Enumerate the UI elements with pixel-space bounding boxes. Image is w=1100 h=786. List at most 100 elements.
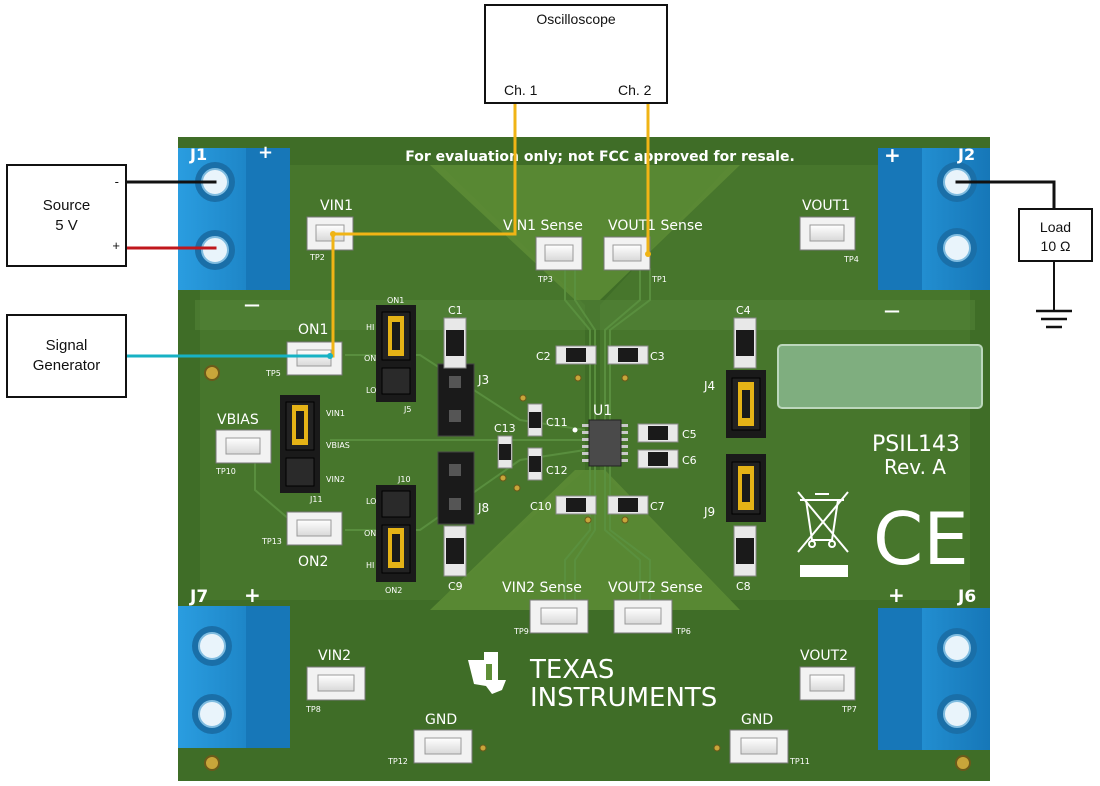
u1-label: U1	[593, 403, 612, 419]
plus-j2: +	[884, 143, 901, 167]
c1-label: C1	[448, 304, 463, 317]
c12-label: C12	[546, 464, 568, 477]
label-j2: J2	[957, 145, 975, 164]
plus-j1: +	[258, 142, 273, 163]
load-box: Load 10 Ω	[1018, 208, 1093, 262]
cap-c11: C11	[527, 403, 568, 437]
tp11-label: TP11	[789, 757, 810, 766]
label-j1: J1	[189, 145, 207, 164]
terminal-j2	[878, 148, 990, 290]
tp5-label: TP5	[265, 369, 281, 378]
tp2-label: TP2	[309, 253, 325, 262]
tp-vin1-label: VIN1	[320, 198, 353, 214]
test-point-vout1-sense: VOUT1 Sense TP1	[603, 218, 703, 284]
tp10-label: TP10	[215, 467, 236, 476]
header-j3: J3	[437, 363, 489, 437]
oscilloscope-title: Oscilloscope	[536, 11, 616, 27]
j3-label: J3	[477, 373, 489, 387]
test-point-vin1: VIN1 TP2	[306, 198, 354, 262]
cap-c13: C13	[494, 422, 516, 469]
j11-label: J11	[309, 495, 323, 504]
j5-lo-label: LO	[366, 386, 376, 395]
label-j7: J7	[189, 587, 208, 607]
terminal-j6	[878, 608, 990, 750]
jumper-j9: J9	[703, 454, 766, 522]
cap-c9: C9	[443, 525, 467, 593]
weee-bin-icon	[797, 491, 849, 553]
plus-j6: +	[888, 583, 905, 607]
minus-j1: —	[244, 295, 260, 314]
j10-hi-label: HI	[366, 561, 374, 570]
c7-label: C7	[650, 500, 665, 513]
ti-text-line2: INSTRUMENTS	[530, 683, 717, 713]
tp-vout1-label: VOUT1	[802, 198, 850, 214]
wire-scope-ch1	[331, 102, 517, 358]
j9-label: J9	[703, 505, 715, 519]
tp-on1-label: ON1	[298, 322, 328, 338]
test-point-vout1: VOUT1 TP4	[799, 198, 859, 264]
cap-c4: C4	[733, 304, 757, 369]
jumper-j4: J4	[703, 370, 766, 438]
test-point-vout2-sense: VOUT2 Sense TP6	[608, 580, 703, 636]
jumper-j5: ON1 HI LO ON J5	[364, 296, 416, 414]
tp3-label: TP3	[537, 275, 553, 284]
j11-vin1-label: VIN1	[326, 409, 345, 418]
board-revision: Rev. A	[884, 455, 946, 479]
minus-j2: —	[884, 301, 900, 320]
tp1-label: TP1	[651, 275, 667, 284]
cap-c8: C8	[733, 525, 757, 593]
probe-tip-vin1	[330, 231, 336, 237]
ic-u1: U1	[572, 403, 628, 467]
tp6-label: TP6	[675, 627, 691, 636]
c2-label: C2	[536, 350, 551, 363]
probe-tip-on1	[327, 353, 333, 359]
jumper-j10: J10 LO ON HI ON2	[364, 475, 416, 595]
signal-generator-box: Signal Generator	[6, 314, 127, 398]
tp-vout2-label: VOUT2	[800, 648, 848, 664]
tp7-label: TP7	[841, 705, 857, 714]
load-value: 10 Ω	[1040, 238, 1071, 254]
c3-label: C3	[650, 350, 665, 363]
test-point-vin2: VIN2 TP8	[305, 648, 366, 714]
j11-vbias-label: VBIAS	[326, 441, 350, 450]
tp-vin2-sense-label: VIN2 Sense	[502, 580, 582, 596]
tp-gnd-right-label: GND	[741, 712, 773, 728]
cap-c2: C2	[536, 345, 597, 365]
cap-c5: C5	[637, 423, 697, 443]
ground-icon	[1036, 309, 1072, 329]
cap-c7: C7	[607, 495, 665, 515]
c9-label: C9	[448, 580, 463, 593]
header-j8: J8	[437, 451, 489, 525]
j10-on-label: ON	[364, 529, 376, 538]
cap-c10: C10	[530, 495, 597, 515]
plus-j7: +	[244, 583, 261, 607]
j10-bot-label: ON2	[385, 586, 402, 595]
terminal-j1	[178, 148, 290, 290]
tp-vin2-label: VIN2	[318, 648, 351, 664]
c11-label: C11	[546, 416, 568, 429]
tp-vbias-label: VBIAS	[217, 412, 259, 428]
cap-c1: C1	[443, 304, 467, 369]
c5-label: C5	[682, 428, 697, 441]
oscilloscope-ch2: Ch. 2	[618, 82, 652, 98]
tp-vin1-sense-label: VIN1 Sense	[503, 218, 583, 234]
oscilloscope-ch1: Ch. 1	[504, 82, 538, 98]
c4-label: C4	[736, 304, 751, 317]
j4-label: J4	[703, 379, 715, 393]
test-point-on2: ON2 TP13	[261, 511, 343, 570]
j11-vin2-label: VIN2	[326, 475, 345, 484]
test-point-vout2: VOUT2 TP7	[799, 648, 857, 714]
jumper-j11: VIN1 VBIAS VIN2 J11	[280, 395, 350, 504]
cap-c6: C6	[637, 449, 697, 469]
j5-label: J5	[403, 405, 411, 414]
signal-generator-line1: Signal	[45, 337, 88, 354]
source-minus: -	[114, 174, 119, 189]
c13-label: C13	[494, 422, 516, 435]
tp-gnd-left-label: GND	[425, 712, 457, 728]
source-voltage: 5 V	[55, 217, 78, 234]
test-point-vin1-sense: VIN1 Sense TP3	[503, 218, 583, 284]
label-panel	[777, 344, 983, 409]
tp-on2-label: ON2	[298, 554, 328, 570]
tp8-label: TP8	[305, 705, 321, 714]
